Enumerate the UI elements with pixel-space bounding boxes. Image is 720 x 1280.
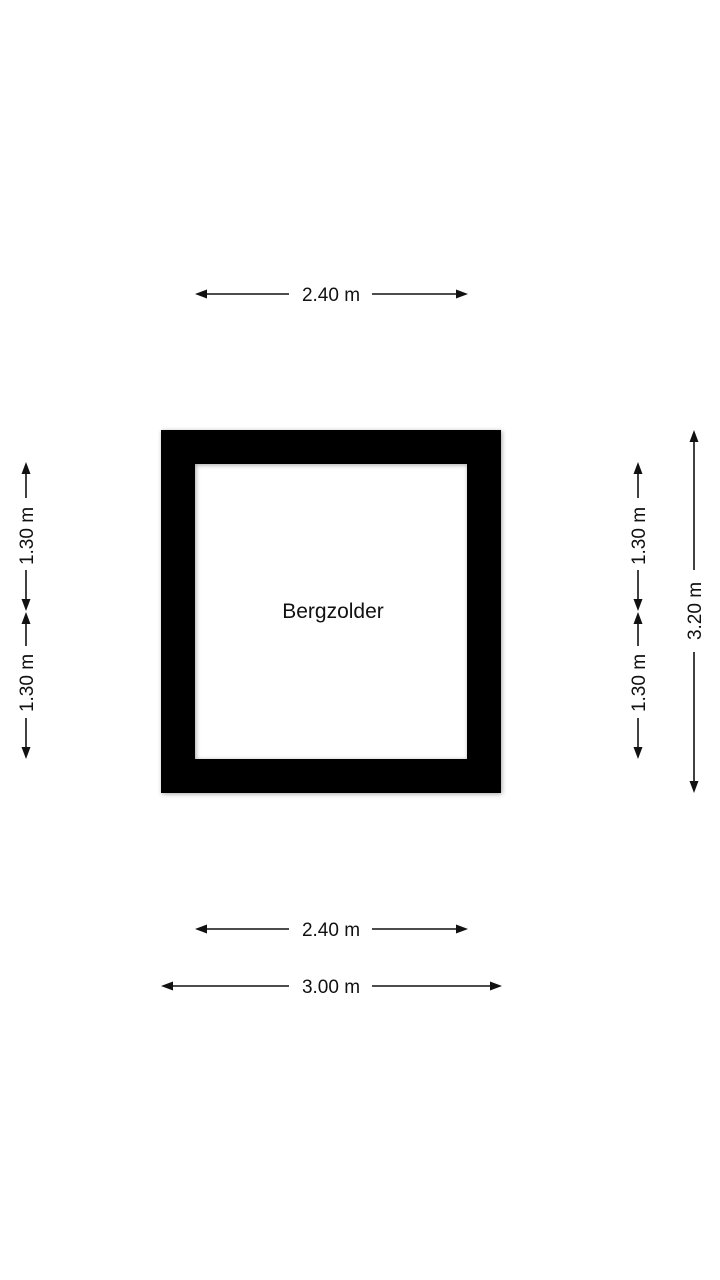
dimension-label: 1.30 m [17, 507, 38, 565]
dimension-bottom-outer-width: 3.00 m [161, 977, 502, 998]
dimension-left-upper-height: 1.30 m [17, 462, 38, 611]
dimension-right-outer-height: 3.20 m [685, 430, 706, 793]
dimension-label: 1.30 m [629, 507, 650, 565]
arrow-up-icon [21, 612, 31, 624]
dimension-label: 3.20 m [685, 582, 706, 640]
arrow-left-icon [161, 981, 173, 991]
dimension-label: 3.00 m [302, 977, 360, 998]
dimension-left-lower-height: 1.30 m [17, 612, 38, 759]
dimension-label: 2.40 m [302, 920, 360, 941]
arrow-left-icon [195, 289, 207, 299]
arrow-down-icon [633, 599, 643, 611]
arrow-down-icon [21, 599, 31, 611]
arrow-up-icon [689, 430, 699, 442]
arrow-up-icon [21, 462, 31, 474]
room-walls [161, 430, 501, 793]
arrow-down-icon [633, 747, 643, 759]
arrow-right-icon [456, 924, 468, 934]
dimension-bottom-inner-width: 2.40 m [195, 920, 468, 941]
wall [161, 430, 501, 793]
arrow-right-icon [456, 289, 468, 299]
dimension-top-width: 2.40 m [195, 285, 468, 306]
arrow-right-icon [490, 981, 502, 991]
dimension-label: 1.30 m [17, 654, 38, 712]
dimension-right-upper-height: 1.30 m [629, 462, 650, 611]
dimension-label: 2.40 m [302, 285, 360, 306]
arrow-down-icon [689, 781, 699, 793]
arrow-up-icon [633, 612, 643, 624]
room-label: Bergzolder [282, 600, 384, 623]
arrow-up-icon [633, 462, 643, 474]
dimension-right-lower-height: 1.30 m [629, 612, 650, 759]
dimension-label: 1.30 m [629, 654, 650, 712]
arrow-left-icon [195, 924, 207, 934]
arrow-down-icon [21, 747, 31, 759]
